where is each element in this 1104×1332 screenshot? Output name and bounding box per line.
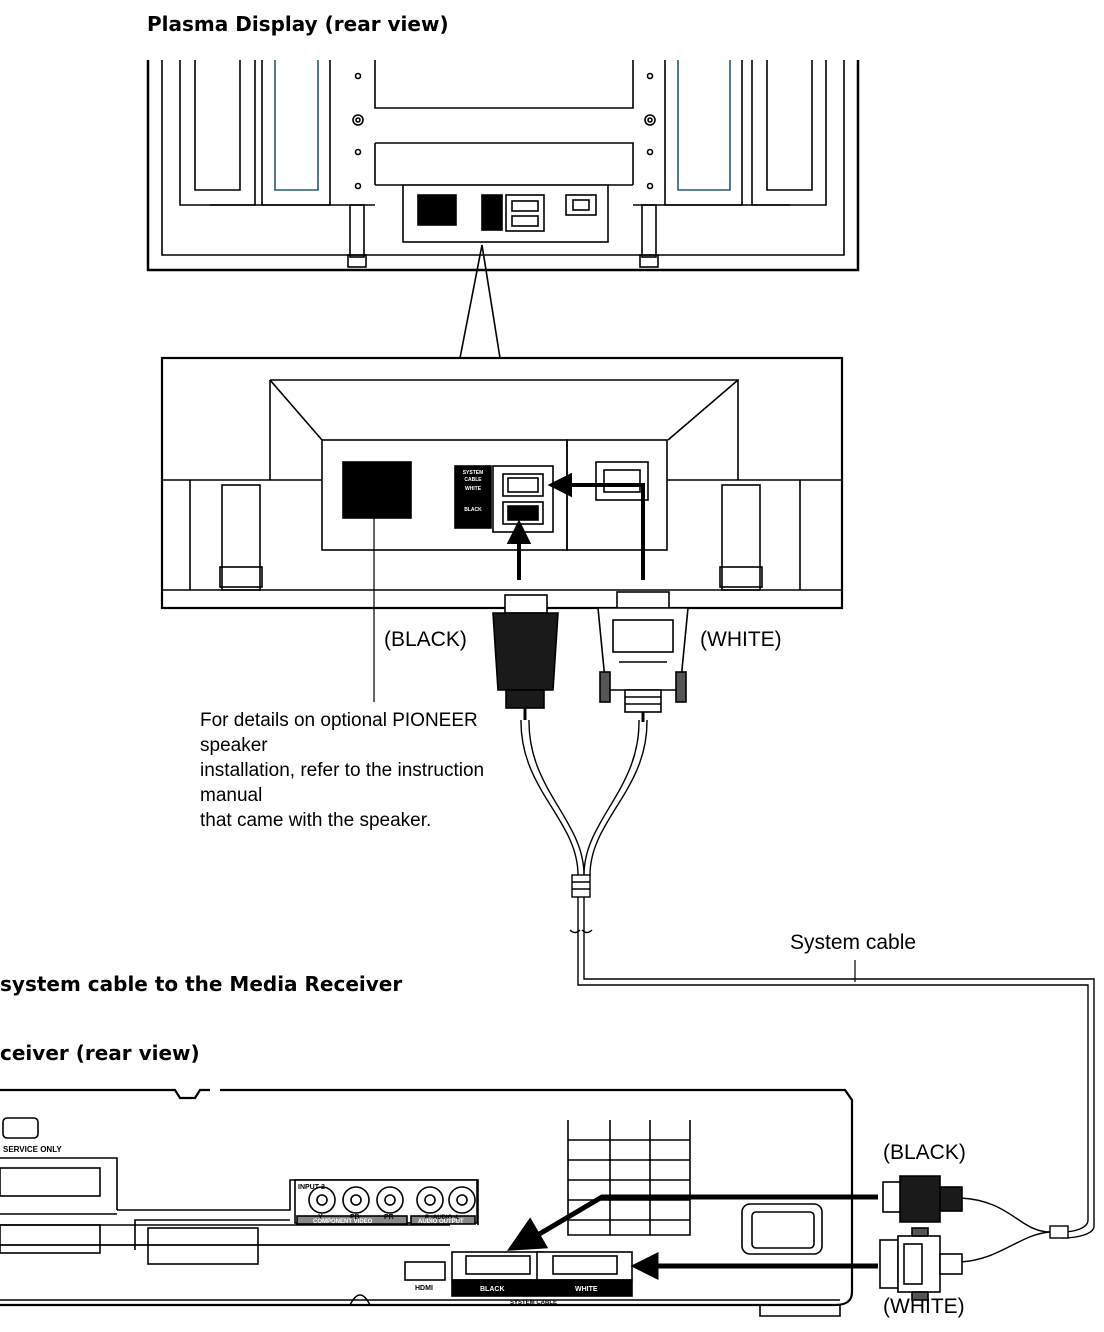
black-port-text: BLACK: [480, 1286, 505, 1293]
panel-text-black: BLACK: [464, 507, 482, 513]
speaker-note-line-1: For details on optional PIONEER speaker: [200, 710, 478, 756]
input2-text: INPUT 2: [298, 1184, 325, 1191]
speaker-note-line-2: installation, refer to the instruction m…: [200, 760, 485, 806]
bottom-arrows: [507, 1194, 878, 1281]
speaker-note: For details on optional PIONEER speaker …: [200, 708, 490, 833]
connect-heading: system cable to the Media Receiver: [0, 972, 403, 996]
component-video-text: COMPONENT VIDEO: [313, 1219, 373, 1225]
panel-small-text: SYSTEM CABLE WHITE BLACK: [463, 470, 484, 513]
black-plug-top: [492, 594, 559, 720]
receiver-audio-jacks: [294, 1179, 478, 1225]
system-cable-port-text: SYSTEM CABLE: [510, 1300, 557, 1306]
input1-text: INPUT 1: [30, 1205, 57, 1212]
display-heading: Plasma Display (rear view): [147, 12, 449, 36]
input3-text: INPUT 3: [318, 1267, 345, 1274]
black-plug-label-bottom: (BLACK): [883, 1141, 966, 1164]
black-plug-label-top: (BLACK): [384, 628, 467, 651]
input2b-text: INPUT 2: [20, 1263, 47, 1270]
hdmi-text: HDMI: [415, 1285, 433, 1292]
media-receiver-rear: [0, 1088, 854, 1317]
panel-text-white: WHITE: [465, 486, 482, 492]
panel-text-cable: CABLE: [464, 477, 482, 483]
service-only-text: SERVICE ONLY: [3, 1145, 62, 1154]
audio-output-text: AUDIO OUTPUT: [418, 1219, 464, 1225]
receiver-labels: SERVICE ONLY INPUT 1 INPUT 2 INPUT 2 INP…: [3, 1145, 598, 1306]
callout-lines: [459, 244, 501, 359]
white-port-text: WHITE: [575, 1286, 598, 1293]
plasma-display-rear: [146, 60, 860, 272]
system-cable: [520, 719, 1095, 1263]
white-plug-label-top: (WHITE): [700, 628, 782, 651]
white-plug-bottom: [879, 1227, 963, 1301]
detail-panel: [160, 356, 844, 610]
detail-arrows: [506, 472, 645, 580]
white-plug-top: [597, 591, 689, 722]
pb-text: PB: [350, 1214, 360, 1221]
black-plug-bottom: [882, 1175, 963, 1223]
system-cable-label: System cable: [790, 931, 917, 954]
white-plug-label-bottom: (WHITE): [883, 1295, 965, 1318]
panel-text-system: SYSTEM: [463, 470, 484, 476]
audio-text: R -AUDIO -L: [425, 1215, 460, 1221]
receiver-heading: ceiver (rear view): [0, 1041, 200, 1065]
pr-text: PR: [384, 1214, 394, 1221]
y-text: Y: [318, 1214, 323, 1221]
speaker-note-line-3: that came with the speaker.: [200, 810, 432, 831]
